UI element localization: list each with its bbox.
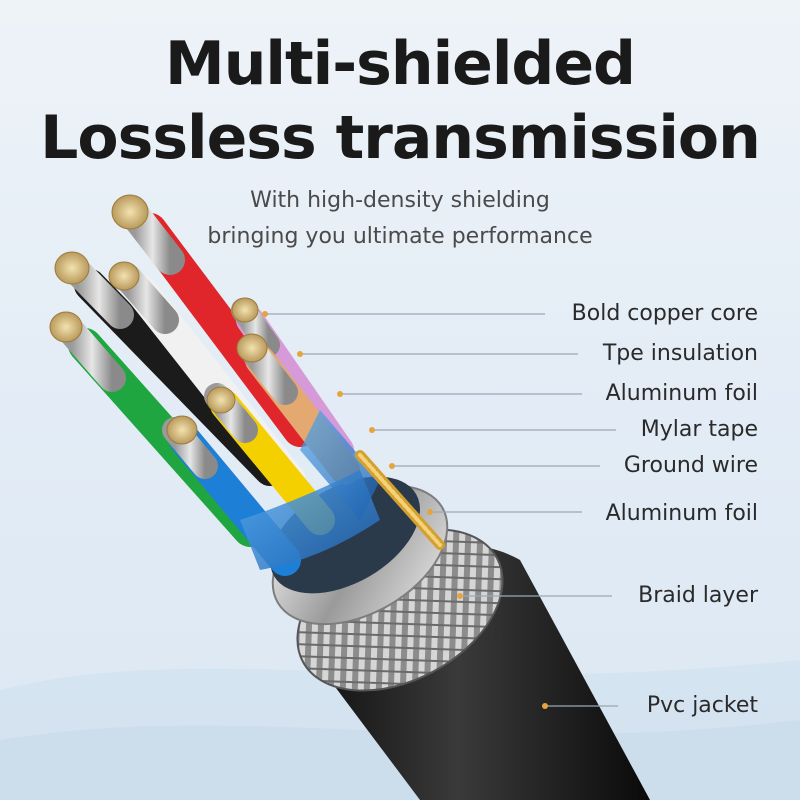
copper-core-end bbox=[231, 297, 259, 323]
copper-core-end bbox=[111, 194, 149, 230]
label-ground-wire: Ground wire bbox=[623, 453, 758, 478]
copper-core-end bbox=[108, 261, 140, 291]
label-bold-copper-core: Bold copper core bbox=[571, 301, 758, 326]
page-title-line-2: Lossless transmission bbox=[40, 103, 761, 173]
label-tpe-insulation: Tpe insulation bbox=[602, 341, 758, 366]
label-aluminum-foil-outer: Aluminum foil bbox=[605, 501, 758, 526]
copper-core-end bbox=[49, 311, 83, 343]
label-braid-layer: Braid layer bbox=[638, 583, 758, 608]
label-mylar-tape: Mylar tape bbox=[640, 417, 758, 442]
leader-lines bbox=[265, 313, 618, 707]
page-title-line-1: Multi-shielded bbox=[165, 29, 636, 99]
core-wires bbox=[49, 194, 445, 576]
leader-dots bbox=[262, 311, 548, 709]
label-aluminum-foil-inner: Aluminum foil bbox=[605, 381, 758, 406]
aluminum-foil-inner bbox=[300, 410, 380, 520]
subtitle-line-2: bringing you ultimate performance bbox=[207, 224, 593, 249]
copper-core-end bbox=[166, 415, 198, 445]
label-pvc-jacket: Pvc jacket bbox=[646, 693, 758, 718]
copper-core-end bbox=[206, 386, 236, 414]
copper-core-end bbox=[54, 251, 90, 285]
copper-core-end bbox=[236, 333, 268, 363]
subtitle-line-1: With high-density shielding bbox=[250, 188, 550, 213]
